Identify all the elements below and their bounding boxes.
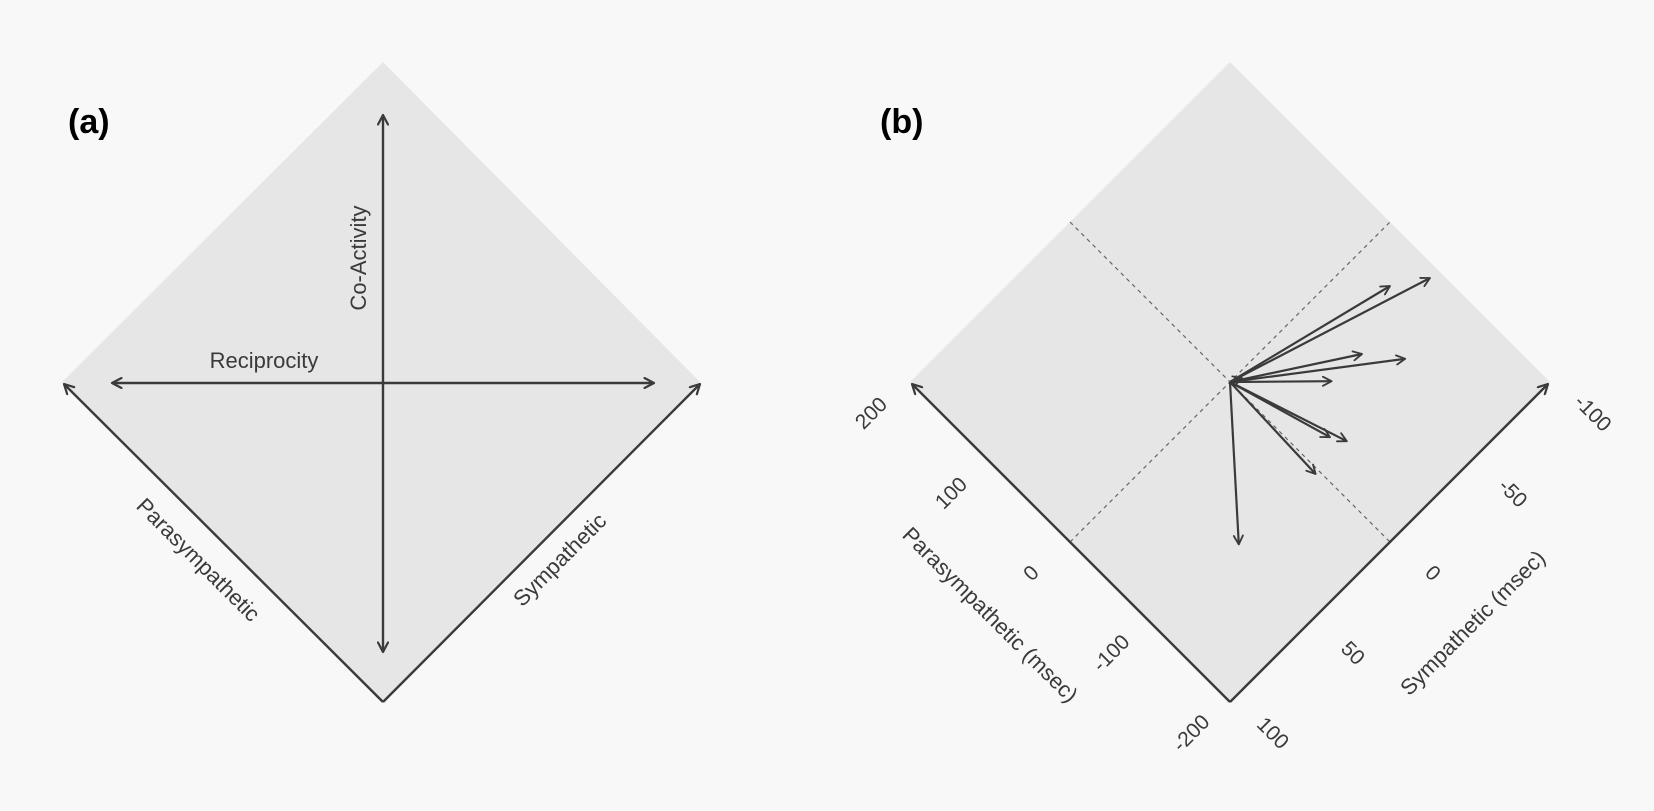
symp-tick-label: 50 [1336,637,1369,670]
para-tick-label: 0 [1019,561,1044,586]
panel-a: (a) Co-Activity Reciprocity Parasympathe… [62,62,700,703]
para-tick-label: 100 [931,473,972,514]
response-vector-arrow [1229,350,1363,384]
response-vector-arrow [1228,381,1244,546]
response-vector-arrow [1229,285,1391,383]
para-tick-label: -100 [1088,630,1134,676]
panel-b-label: (b) [880,103,923,141]
response-vector-arrow [1229,354,1407,384]
sympathetic-msec-label: Sympathetic (msec) [1395,545,1550,700]
response-vectors [1228,277,1431,546]
para-tick-label: 200 [851,393,892,434]
coactivity-label: Co-Activity [346,205,371,310]
parasympathetic-msec-label: Parasympathetic (msec) [898,522,1083,707]
parasympathetic-axis [64,384,384,703]
symp-tick-label: -100 [1570,390,1616,436]
parasympathetic-msec-axis [912,384,1231,703]
response-vector-arrow [1229,375,1333,387]
panel-b: (b) 200 100 0 -100 -200 -100 -50 0 50 10… [851,62,1616,756]
reciprocity-label: Reciprocity [210,348,319,373]
symp-tick-label: 100 [1252,713,1293,754]
symp-tick-label: -50 [1494,475,1532,513]
response-vector-arrow [1229,381,1317,475]
sympathetic-msec-axis [1229,384,1548,703]
symp-tick-label: 0 [1420,561,1445,586]
response-vector-arrow [1229,381,1331,439]
response-vector-arrow [1229,277,1431,383]
para-tick-label: -200 [1168,710,1214,756]
sympathetic-axis [382,384,700,703]
panel-a-label: (a) [68,103,110,141]
